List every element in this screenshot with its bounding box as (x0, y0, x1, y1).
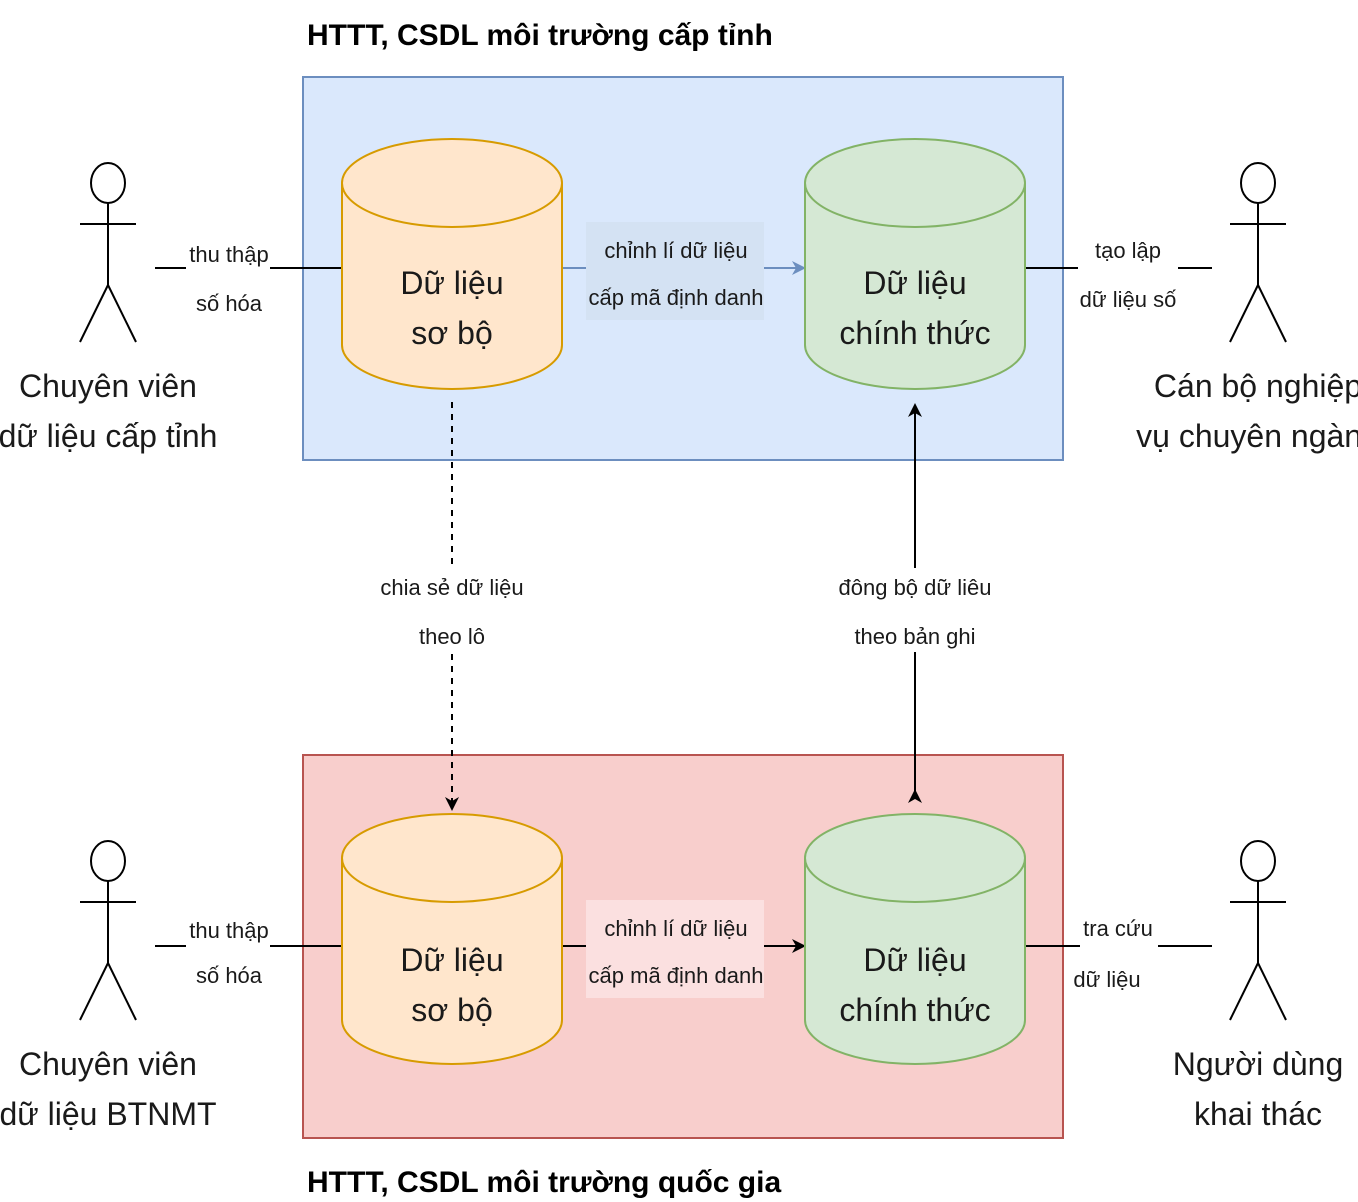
actor-provincial-specialist-icon (79, 162, 137, 343)
edge-curate-top-label-1: chỉnh lí dữ liệu (604, 238, 747, 263)
actor-domain-officer-label-1: Cán bộ nghiệp (1154, 368, 1358, 404)
edge-sync-label-1: đông bộ dữ liêu (839, 575, 992, 600)
edge-curate-top-label-bg (586, 222, 764, 320)
edge-curate-top-label-2: cấp mã định danh (589, 285, 764, 310)
actor-ministry-specialist-label-2: dữ liệu BTNMT (0, 1096, 217, 1132)
edge-sync-label-2: theo bản ghi (854, 624, 975, 649)
edge-lookup-label-2: dữ liệu (1073, 967, 1140, 992)
edge-curate-bottom-label-bg (586, 900, 764, 998)
db-official-top-label-1: Dữ liệu (863, 265, 966, 301)
top-panel-title: HTTT, CSDL môi trường cấp tỉnh (307, 19, 773, 52)
db-official-top-label-2: chính thức (839, 315, 990, 351)
edge-label-bg (186, 240, 270, 298)
edge-lookup-label-1: tra cứu (1083, 916, 1153, 941)
actor-end-user-label-1: Người dùng (1173, 1046, 1344, 1082)
db-prelim-bottom-label-2: sơ bộ (411, 992, 492, 1028)
edge-sync-label-bg (826, 568, 1004, 652)
edge-curate-bottom-label-1: chỉnh lí dữ liệu (604, 916, 747, 941)
db-official-bottom-label-2: chính thức (839, 992, 990, 1028)
actor-domain-officer-label-2: vụ chuyên ngành (1136, 418, 1358, 454)
actor-provincial-specialist-label-2: dữ liệu cấp tỉnh (0, 418, 217, 454)
edge-share-label-2: theo lô (419, 624, 485, 649)
db-prelim-top-icon (341, 138, 563, 390)
bottom-panel-title: HTTT, CSDL môi trường quốc gia (307, 1166, 781, 1199)
db-official-top-icon (804, 138, 1026, 390)
edge-create-label-2: dữ liệu số (1080, 287, 1177, 312)
db-prelim-top-label-2: sơ bộ (411, 315, 492, 351)
actor-ministry-specialist-icon (79, 840, 137, 1021)
actor-end-user-label-2: khai thác (1194, 1096, 1322, 1132)
db-prelim-bottom-icon (341, 813, 563, 1065)
edge-create-label-1: tạo lập (1095, 238, 1161, 263)
edge-label-bg (1080, 914, 1158, 988)
actor-provincial-specialist-label-1: Chuyên viên (19, 368, 197, 404)
actor-ministry-specialist-label-1: Chuyên viên (19, 1046, 197, 1082)
db-official-bottom-icon (804, 813, 1026, 1065)
edge-collect-bottom-label-2: số hóa (196, 963, 263, 988)
edge-label-bg (1078, 236, 1178, 306)
edge-label-bg (186, 918, 270, 976)
db-prelim-top-label-1: Dữ liệu (400, 265, 503, 301)
edge-curate-bottom-label-2: cấp mã định danh (589, 963, 764, 988)
edge-collect-top-label-2: số hóa (196, 291, 263, 316)
db-official-bottom-label-1: Dữ liệu (863, 942, 966, 978)
edge-share-label-bg (366, 568, 538, 652)
edge-collect-top-label-1: thu thập (189, 242, 269, 267)
db-prelim-bottom-label-1: Dữ liệu (400, 942, 503, 978)
actor-domain-officer-icon (1229, 162, 1287, 343)
actor-end-user-icon (1229, 840, 1287, 1021)
edge-share-label-1: chia sẻ dữ liệu (380, 575, 523, 600)
edge-collect-bottom-label-1: thu thập (189, 918, 269, 943)
